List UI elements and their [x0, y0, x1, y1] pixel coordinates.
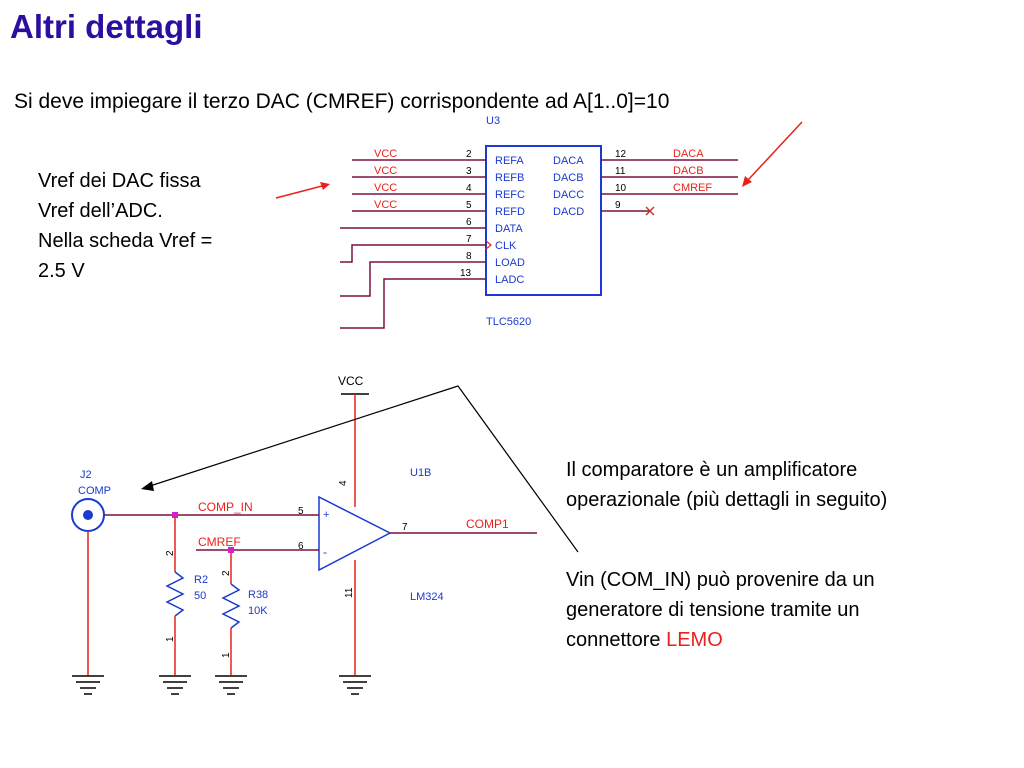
dac-pin-name: CLK [495, 240, 517, 252]
comparator-schematic: VCC 4 U1B LM324 + - 11 J2 COMP COMP_IN 5… [71, 374, 537, 695]
red-arrows [275, 121, 803, 199]
net-cmref: CMREF [198, 535, 241, 549]
dac-pin-number: 6 [466, 217, 472, 228]
r2-resistor [165, 571, 185, 617]
dac-ref: U3 [486, 115, 500, 127]
opamp-pin-gnd: 11 [344, 587, 355, 598]
ground-symbol [159, 675, 191, 695]
r2-ref: R2 [194, 574, 208, 586]
ground-symbol [215, 675, 247, 695]
dac-pin-name: DACA [553, 155, 584, 167]
dac-part-number: TLC5620 [486, 316, 531, 328]
dac-pin-name: LADC [495, 274, 524, 286]
comparator-note-line: Il comparatore è un amplificatore [566, 459, 858, 481]
dac-pin-number: 2 [466, 149, 472, 160]
dac-pin-number: 5 [466, 200, 472, 211]
vin-note-line-last: connettore LEMO [566, 625, 996, 655]
dac-pin-number: 8 [466, 251, 472, 262]
net-comp1: COMP1 [466, 517, 509, 531]
vref-note-line: Nella scheda Vref = [38, 230, 213, 252]
no-connect-mark [645, 206, 655, 216]
net-dacb: DACB [673, 165, 704, 177]
dac-wire-clk [340, 244, 486, 263]
ground-symbol [339, 675, 371, 695]
dac-pin-number: 10 [615, 183, 627, 194]
junction-dot [172, 512, 178, 518]
junction-dot [228, 547, 234, 553]
r38-resistor [221, 583, 241, 629]
vref-note-line: Vref dell’ADC. [38, 200, 163, 222]
r2-pin-top: 2 [165, 550, 176, 556]
dac-pin-name: REFC [495, 189, 525, 201]
dac-pin-number: 9 [615, 200, 621, 211]
arrow-to-cmref-line [747, 121, 803, 181]
net-vcc: VCC [338, 374, 364, 388]
net-vcc: VCC [374, 165, 397, 177]
slide-title: Altri dettagli [10, 8, 203, 45]
connector-ref: J2 [80, 469, 92, 481]
dac-pin-number: 4 [466, 183, 472, 194]
opamp-pin-out: 7 [402, 522, 408, 533]
black-pointer [141, 385, 579, 553]
vin-note-line: Vin (COM_IN) può provenire da un [566, 569, 875, 591]
arrow-to-cmref-head [742, 176, 752, 187]
comparator-note-line: operazionale (più dettagli in seguito) [566, 489, 888, 511]
r38-value: 10K [248, 605, 268, 617]
net-vcc: VCC [374, 199, 397, 211]
dac-pin-name: REFA [495, 155, 524, 167]
net-daca: DACA [673, 148, 704, 160]
r38-pin-bottom: 1 [221, 652, 232, 658]
lemo-highlight: LEMO [666, 629, 723, 651]
dac-wire-load [340, 261, 486, 297]
dac-pin-number: 3 [466, 166, 472, 177]
dac-pin-name: DATA [495, 223, 523, 235]
vin-note-prefix: connettore [566, 629, 667, 651]
arrow-to-vcc-line [275, 185, 323, 199]
ground-symbol [72, 675, 104, 695]
r38-pin-top: 2 [221, 570, 232, 576]
net-vcc: VCC [374, 148, 397, 160]
vref-note-line: 2.5 V [38, 260, 85, 282]
opamp-pin-plus: 5 [298, 506, 304, 517]
dac-chip-body [485, 145, 602, 296]
arrow-to-vcc-head [320, 182, 330, 190]
r2-pin-bottom: 1 [165, 636, 176, 642]
dac-pin-name: REFD [495, 206, 525, 218]
connector-center [83, 510, 93, 520]
clk-marker [485, 240, 492, 250]
pointer-head [141, 481, 154, 491]
comparator-note: Il comparatore è un amplificatore operaz… [566, 455, 996, 515]
opamp-part: LM324 [410, 591, 444, 603]
dac-pin-name: DACD [553, 206, 584, 218]
vin-note-line: generatore di tensione tramite un [566, 599, 860, 621]
dac-pin-name: DACB [553, 172, 584, 184]
dac-pin-name: REFB [495, 172, 524, 184]
dac-pin-name: LOAD [495, 257, 525, 269]
dac-wire-ladc [340, 278, 486, 329]
net-comp-in: COMP_IN [198, 500, 253, 514]
opamp-pin-minus: 6 [298, 541, 304, 552]
pointer-line [149, 385, 579, 553]
vin-note: Vin (COM_IN) può provenire da un generat… [566, 565, 996, 655]
r38-ref: R38 [248, 589, 268, 601]
opamp-ref: U1B [410, 467, 431, 479]
opamp-pin-vcc: 4 [338, 480, 349, 486]
dac-pin-name: DACC [553, 189, 584, 201]
net-cmref: CMREF [673, 182, 712, 194]
dac-pin-number: 12 [615, 149, 627, 160]
dac-schematic: U3 VCC VCC VCC VCC 2 3 4 5 6 7 8 13 REFA… [340, 115, 738, 329]
opamp-triangle [318, 495, 392, 572]
dac-pin-number: 13 [460, 268, 472, 279]
opamp-minus-sign: - [323, 545, 327, 559]
net-vcc: VCC [374, 182, 397, 194]
opamp-plus-sign: + [323, 509, 329, 521]
slide-subtitle: Si deve impiegare il terzo DAC (CMREF) c… [14, 90, 670, 113]
r2-value: 50 [194, 590, 206, 602]
dac-pin-number: 7 [466, 234, 472, 245]
dac-pin-number: 11 [615, 166, 626, 177]
connector-name: COMP [78, 485, 111, 497]
vref-note-line: Vref dei DAC fissa [38, 170, 201, 192]
vref-note: Vref dei DAC fissa Vref dell’ADC. Nella … [38, 166, 278, 286]
